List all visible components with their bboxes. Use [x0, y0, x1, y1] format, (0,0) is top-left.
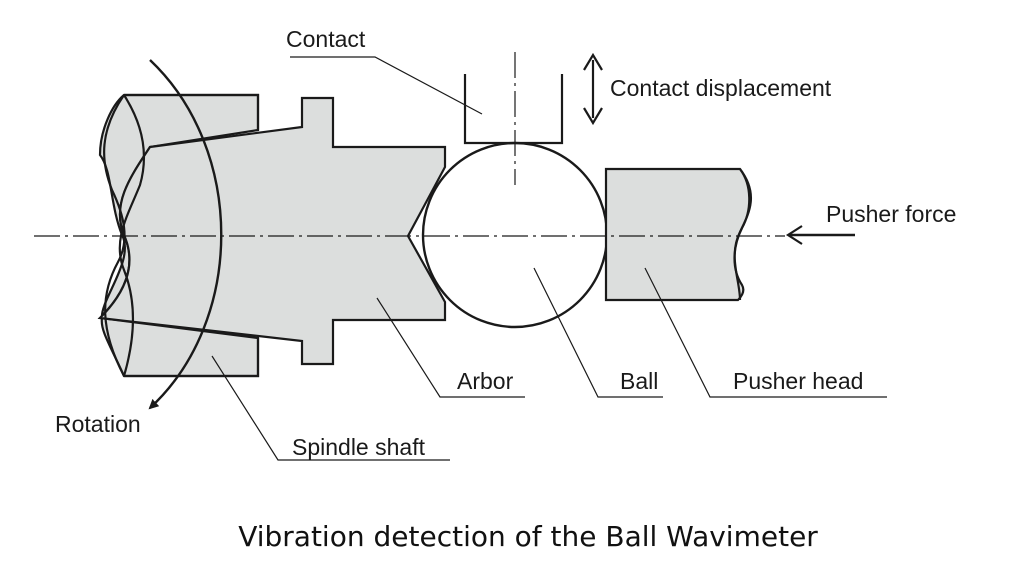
ball-label: Ball [620, 368, 658, 394]
displacement-arrow-bottom-icon [583, 107, 603, 126]
pusher-force-arrowhead-icon [785, 225, 803, 245]
pusher-head-leader [644, 267, 887, 398]
arbor-leader [376, 297, 525, 398]
arbor-label: Arbor [457, 368, 514, 394]
contact-displacement-label: Contact displacement [610, 75, 832, 101]
arbor [97, 96, 447, 366]
pusher-head-label: Pusher head [733, 368, 863, 394]
ball-leader [533, 267, 663, 398]
pusher-break-line [733, 168, 752, 301]
displacement-arrow-top-icon [583, 52, 603, 71]
rotation-arrow [148, 59, 223, 410]
diagram-caption: Vibration detection of the Ball Wavimete… [238, 520, 818, 553]
rotation-label: Rotation [55, 411, 141, 437]
spindle-break-line [103, 94, 126, 377]
contact-leader [290, 56, 483, 115]
pusher-force-label: Pusher force [826, 201, 956, 227]
contact-probe [463, 74, 564, 145]
spindle-outline [124, 93, 260, 378]
spindle-break-line-inner [118, 94, 146, 377]
spindle-shaft-label: Spindle shaft [292, 434, 426, 460]
pusher-head [604, 167, 751, 302]
contact-label: Contact [286, 26, 366, 52]
spindle-shaft-leader [211, 355, 450, 461]
